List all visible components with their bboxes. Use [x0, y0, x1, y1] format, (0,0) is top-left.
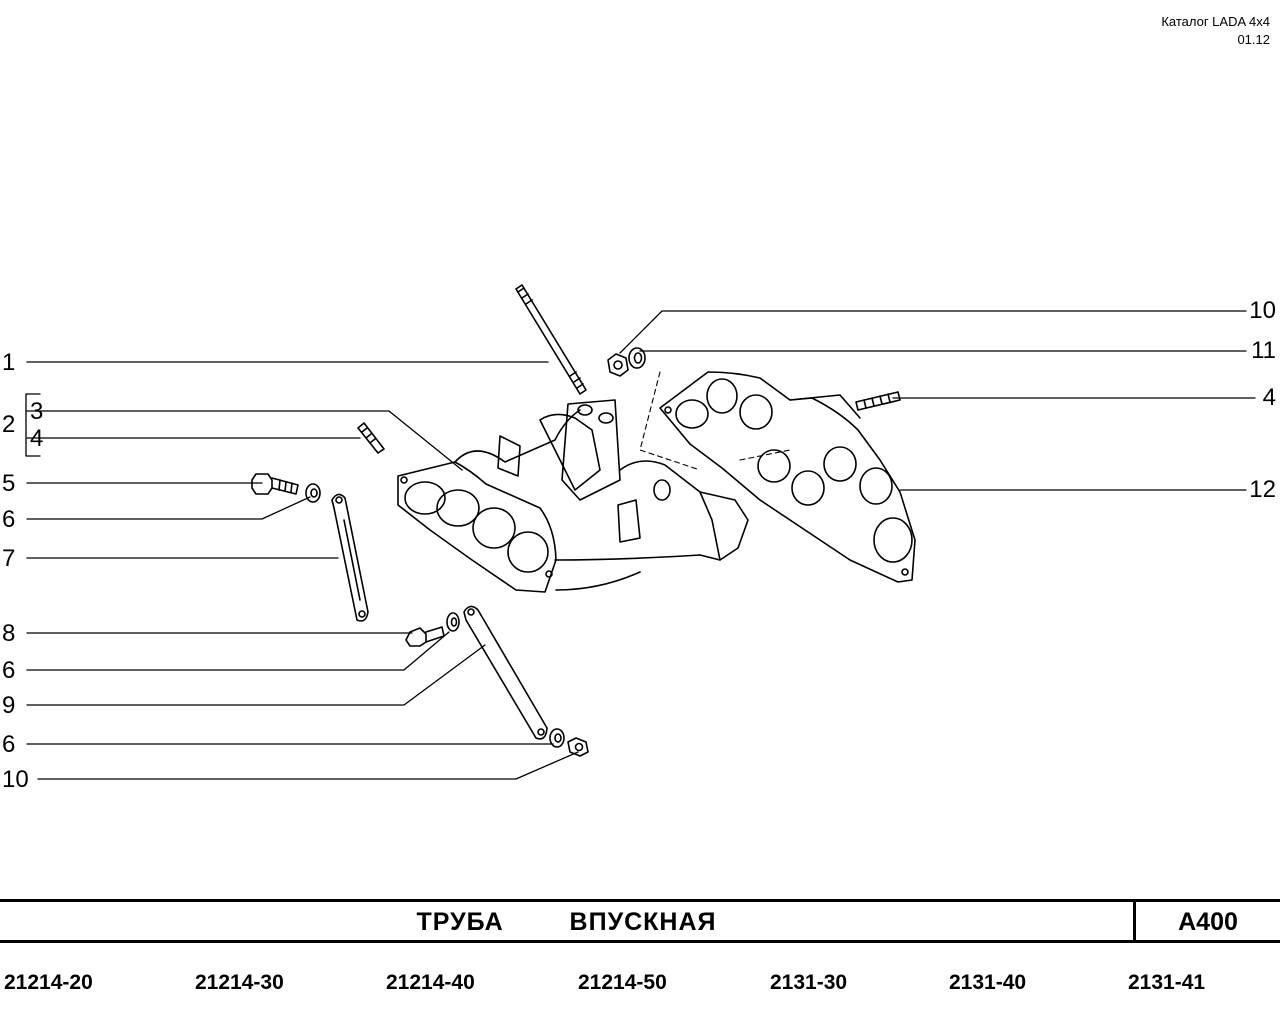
- callout-4-left: 4: [30, 425, 44, 452]
- bolt-5: [251, 473, 299, 495]
- page-title: ТРУБА ВПУСКНАЯ: [416, 908, 717, 936]
- callout-1: 1: [2, 349, 16, 376]
- gasket: [659, 371, 916, 583]
- stud-short-right: [855, 391, 901, 411]
- model-item: 2131-40: [949, 971, 1027, 994]
- assembly-dashes: [639, 371, 791, 471]
- stud-long: [515, 284, 587, 395]
- callout-6-c: 6: [2, 731, 16, 758]
- callout-4-right: 4: [1262, 384, 1276, 411]
- callout-9: 9: [2, 692, 16, 719]
- intake-manifold: [397, 399, 749, 593]
- callout-8: 8: [2, 620, 16, 647]
- callout-10-b: 10: [1249, 297, 1276, 324]
- bolt-8: [405, 626, 445, 647]
- bracket-7: [331, 493, 369, 622]
- exploded-parts-diagram: [25, 284, 1256, 780]
- callout-3: 3: [30, 398, 44, 425]
- model-item: 21214-50: [578, 971, 667, 994]
- model-item: 21214-20: [4, 971, 93, 994]
- catalog-date: 01.12: [1237, 32, 1270, 47]
- model-item: 2131-30: [770, 971, 848, 994]
- section-code: A400: [1178, 908, 1238, 936]
- callout-6-a: 6: [2, 506, 16, 533]
- model-item: 21214-30: [195, 971, 284, 994]
- title-bar: ТРУБА ВПУСКНАЯ A400: [0, 899, 1280, 943]
- callout-7: 7: [2, 545, 16, 572]
- callout-11: 11: [1251, 337, 1276, 364]
- callout-6-b: 6: [2, 657, 16, 684]
- callout-5: 5: [2, 470, 16, 497]
- model-item: 2131-41: [1128, 971, 1206, 994]
- nuts: [567, 353, 629, 757]
- model-item: 21214-40: [386, 971, 475, 994]
- catalog-header: Каталог LADA 4x4: [1161, 14, 1270, 29]
- leader-lines: [25, 310, 1256, 780]
- title-divider: [1133, 902, 1136, 940]
- washers: [305, 483, 565, 748]
- washer-11: [628, 347, 646, 369]
- callout-12: 12: [1249, 476, 1276, 503]
- callout-10-a: 10: [2, 766, 29, 793]
- model-list: 21214-20 21214-30 21214-40 21214-50 2131…: [0, 971, 1280, 999]
- callout-2: 2: [2, 411, 16, 438]
- stud-short-left: [357, 422, 385, 454]
- bracket-9: [463, 605, 548, 740]
